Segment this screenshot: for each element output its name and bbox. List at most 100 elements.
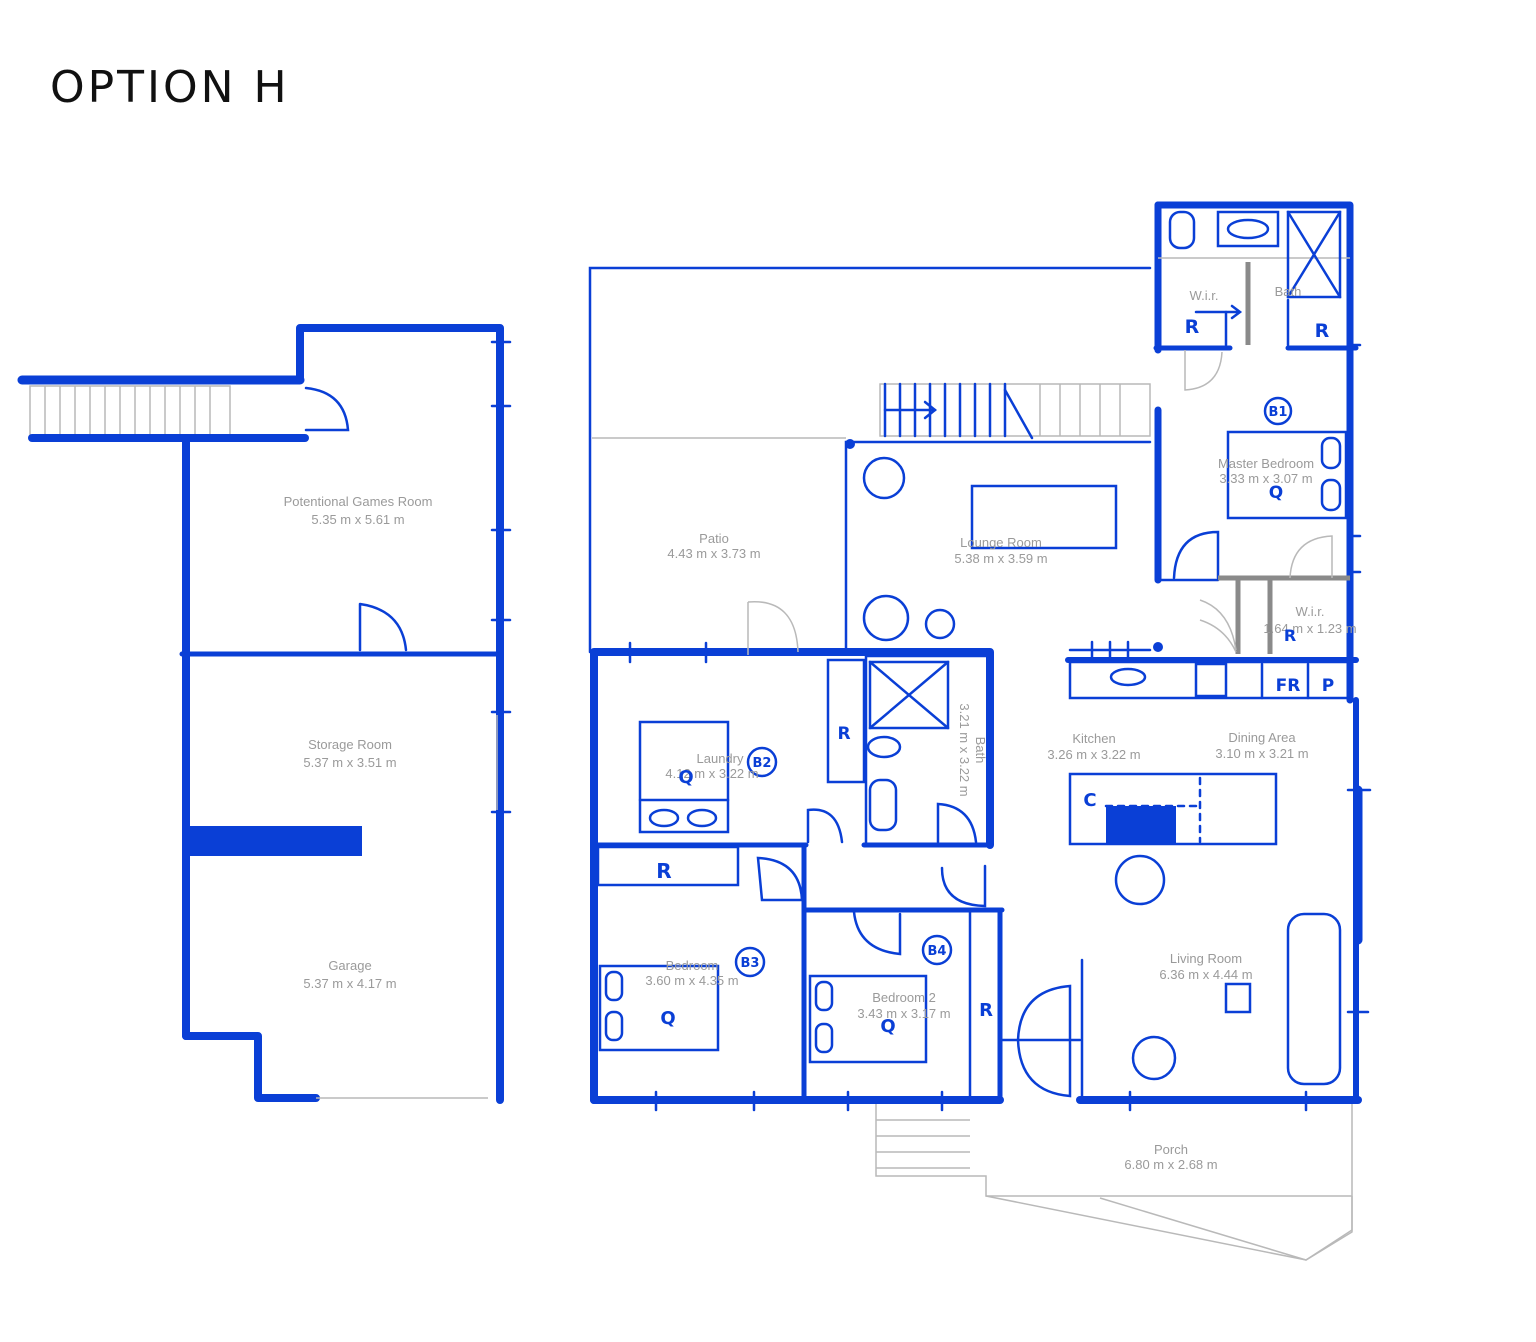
patio-outline — [588, 266, 1152, 654]
room-dim-dining: 3.10 m x 3.21 m — [1215, 746, 1308, 761]
fridge-label: FR — [1276, 676, 1301, 696]
label-b2: B2 — [753, 756, 772, 771]
main-level-plan — [588, 201, 1372, 1261]
room-name-bath2: Bath — [973, 737, 988, 764]
queen-label-3: Q — [660, 1008, 675, 1029]
b2-door — [806, 808, 844, 844]
games-room-wall — [296, 324, 504, 1104]
lounge-corner — [845, 439, 855, 449]
label-b3: B3 — [741, 956, 760, 971]
queen-label-4: Q — [880, 1016, 895, 1037]
upper-stairs — [879, 382, 1151, 440]
room-name-bath1: Bath — [1275, 284, 1302, 299]
master-bed — [1226, 430, 1348, 520]
robe-label-2: R — [1315, 320, 1330, 342]
room-name-porch: Porch — [1154, 1142, 1188, 1157]
queen-label-1: Q — [1269, 483, 1283, 503]
room-name-garage: Garage — [328, 958, 371, 973]
room-dim-wir2: 1.64 m x 1.23 m — [1263, 621, 1356, 636]
room-name-lounge: Lounge Room — [960, 535, 1042, 550]
armchair-icon-2 — [862, 594, 910, 642]
b4-bed — [808, 974, 928, 1064]
b2-bed — [638, 720, 730, 834]
cooktop-label: C — [1083, 790, 1096, 811]
queen-label-2: Q — [678, 767, 693, 788]
b2-robe — [596, 845, 740, 887]
b3-door — [756, 856, 804, 902]
garage-bench — [190, 826, 362, 856]
room-dim-laundry: 4.12 m x 3.22 m — [665, 766, 758, 781]
room-name-games: Potentional Games Room — [284, 494, 433, 509]
room-name-living: Living Room — [1170, 951, 1242, 966]
b2-robe-rail — [826, 658, 866, 784]
robe-label-5: R — [656, 859, 671, 883]
hall-door — [940, 864, 987, 908]
sink-icon — [1109, 667, 1147, 687]
room-name-bedroom2: Bedroom 2 — [872, 990, 936, 1005]
lower-level-plan — [17, 324, 512, 1104]
b3-bed — [598, 964, 720, 1052]
b2-marker — [746, 746, 778, 778]
toilet2-icon — [866, 735, 902, 759]
room-dim-porch: 6.80 m x 2.68 m — [1124, 1157, 1217, 1172]
pantry-label: P — [1322, 676, 1334, 696]
label-b1: B1 — [1269, 405, 1288, 420]
oven-icon — [1194, 662, 1228, 698]
room-name-laundry: Laundry — [697, 751, 744, 766]
lower-stairs — [29, 385, 231, 439]
room-name-storage: Storage Room — [308, 737, 392, 752]
room-name-patio: Patio — [699, 531, 729, 546]
living-door-top — [1016, 984, 1072, 1042]
sofa-icon — [1286, 912, 1342, 1086]
kitchen-bench — [1068, 660, 1354, 700]
side-table-icon — [924, 608, 956, 640]
bath2 — [864, 654, 990, 846]
room-dim-bedroom: 3.60 m x 4.35 m — [645, 973, 738, 988]
room-name-bedroom: Bedroom — [666, 958, 719, 973]
option-title: OPTION H — [50, 62, 290, 113]
coffee-table — [1224, 982, 1252, 1014]
master-door — [1172, 530, 1220, 580]
island-cooktop — [1106, 806, 1176, 844]
armchair-icon — [862, 456, 906, 500]
room-dim-lounge: 5.38 m x 3.59 m — [954, 551, 1047, 566]
room-dim-patio: 4.43 m x 3.73 m — [667, 546, 760, 561]
vanity-icon — [1216, 210, 1280, 248]
dining-table — [970, 484, 1118, 550]
room-dim-storage: 5.37 m x 3.51 m — [303, 755, 396, 770]
room-dim-bedroom2: 3.43 m x 3.17 m — [857, 1006, 950, 1021]
armchair-icon-4 — [1131, 1035, 1177, 1081]
room-name-kitchen: Kitchen — [1072, 731, 1115, 746]
room-name-master: Master Bedroom — [1218, 456, 1314, 471]
robe-label-1: R — [1185, 316, 1200, 338]
garage-front-wall — [182, 1032, 320, 1102]
b3-marker — [734, 946, 766, 978]
sketch-annotations: B1 B2 B3 B4 R R R R R R Q Q Q Q FR P C — [656, 316, 1334, 1037]
room-name-wir1: W.i.r. — [1190, 288, 1219, 303]
b2-wall — [590, 648, 994, 1104]
shower-icon — [1286, 210, 1342, 299]
room-dim-master: 3.33 m x 3.07 m — [1219, 471, 1312, 486]
wir-door — [1184, 350, 1223, 391]
room-dim-games: 5.35 m x 5.61 m — [311, 512, 404, 527]
robe-label-6: R — [979, 1000, 993, 1021]
arrow-icon — [1194, 304, 1243, 320]
stair-door — [304, 386, 350, 432]
room-name-wir2: W.i.r. — [1296, 604, 1325, 619]
b1-marker — [1263, 396, 1293, 426]
robe-label-3: R — [1284, 626, 1296, 645]
room-dim-kitchen: 3.26 m x 3.22 m — [1047, 747, 1140, 762]
living-door-bottom — [1016, 1038, 1072, 1098]
room-dim-bath2: 3.21 m x 3.22 m — [957, 703, 972, 796]
porch-outline — [875, 1104, 1353, 1261]
room-dim-garage: 5.37 m x 4.17 m — [303, 976, 396, 991]
robe-label-4: R — [837, 724, 850, 744]
toilet-icon — [1168, 210, 1196, 250]
room-dim-living: 6.36 m x 4.44 m — [1159, 967, 1252, 982]
armchair-icon-3 — [1114, 854, 1166, 906]
room-name-dining: Dining Area — [1228, 730, 1296, 745]
b4-marker — [921, 934, 953, 966]
room-labels: Potentional Games Room 5.35 m x 5.61 m S… — [284, 284, 1357, 1172]
label-b4: B4 — [928, 944, 947, 959]
